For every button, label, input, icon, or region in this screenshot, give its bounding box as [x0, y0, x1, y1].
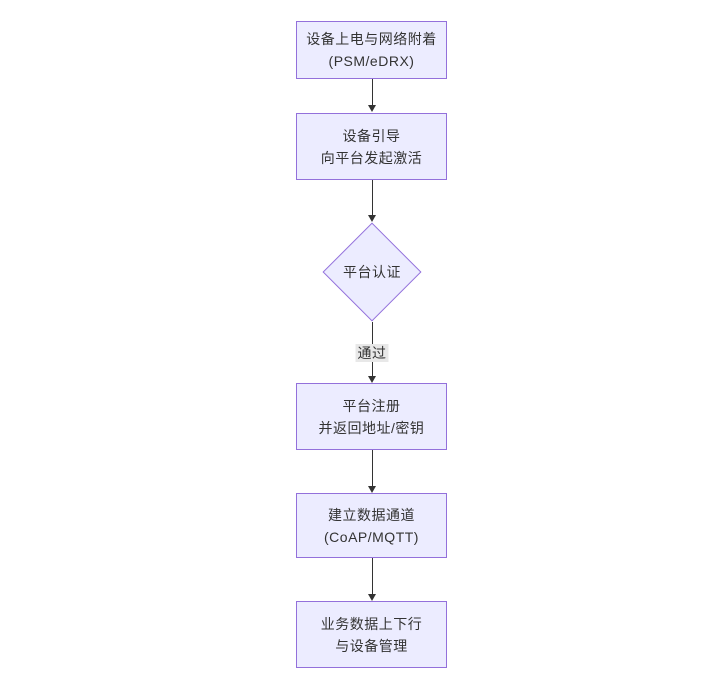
edge-bootstrap-to-auth: [368, 180, 376, 222]
node-line: 建立数据通道: [328, 506, 415, 523]
edge-power-to-bootstrap: [368, 79, 376, 112]
node-line: (PSM/eDRX): [328, 53, 415, 69]
arrowhead-icon: [368, 105, 376, 112]
node-line: 平台认证: [343, 264, 401, 280]
node-line: (CoAP/MQTT): [324, 528, 419, 545]
edge-register-to-channel: [368, 450, 376, 493]
node-line: 向平台发起激活: [320, 149, 423, 166]
arrowhead-icon: [368, 594, 376, 601]
edge-channel-to-business: [368, 558, 376, 601]
node-platform-register: 平台注册 并返回地址/密钥: [296, 383, 447, 450]
node-business-data: 业务数据上下行 与设备管理: [296, 601, 447, 668]
arrowhead-icon: [368, 376, 376, 383]
node-line: 与设备管理: [335, 637, 408, 654]
node-line: 设备上电与网络附着: [306, 31, 437, 47]
node-bootstrap: 设备引导 向平台发起激活: [296, 113, 447, 180]
decision-platform-auth: 平台认证: [322, 222, 422, 322]
arrowhead-icon: [368, 486, 376, 493]
node-line: 业务数据上下行: [320, 615, 423, 632]
arrowhead-icon: [368, 215, 376, 222]
node-line: 平台注册: [342, 397, 401, 414]
node-line: 设备引导: [342, 127, 401, 144]
node-data-channel: 建立数据通道 (CoAP/MQTT): [296, 493, 447, 558]
node-line: 并返回地址/密钥: [318, 419, 425, 436]
node-power-attach: 设备上电与网络附着 (PSM/eDRX): [296, 21, 447, 79]
edge-label-pass: 通过: [355, 344, 389, 362]
